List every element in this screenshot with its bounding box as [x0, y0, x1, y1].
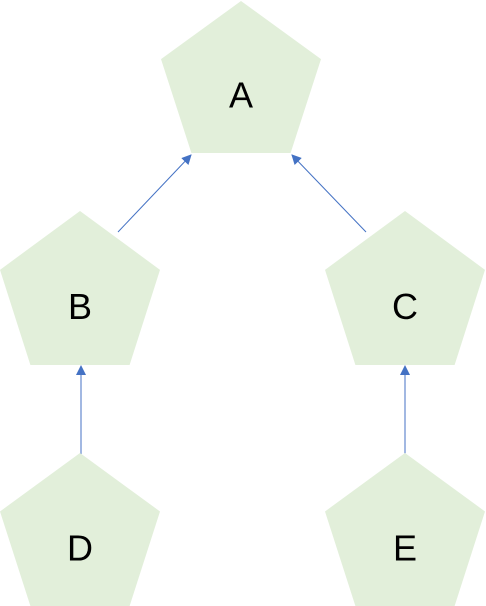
edge-arrow-c-to-a [291, 154, 367, 233]
pentagon-shape [0, 453, 160, 606]
pentagon-shape [0, 211, 160, 365]
pentagon-shape [325, 211, 485, 365]
pentagon-shape [161, 1, 321, 153]
node-label: B [68, 286, 92, 327]
node-c: C [325, 211, 485, 365]
node-d: D [0, 453, 160, 606]
node-label: A [229, 75, 253, 116]
pentagon-shape [325, 453, 485, 606]
edge-arrow-b-to-a [117, 154, 192, 233]
edges-layer [76, 154, 410, 454]
node-a: A [161, 1, 321, 153]
node-label: C [392, 286, 418, 327]
node-b: B [0, 211, 160, 365]
node-e: E [325, 453, 485, 606]
node-label: D [67, 527, 93, 568]
node-label: E [393, 527, 417, 568]
